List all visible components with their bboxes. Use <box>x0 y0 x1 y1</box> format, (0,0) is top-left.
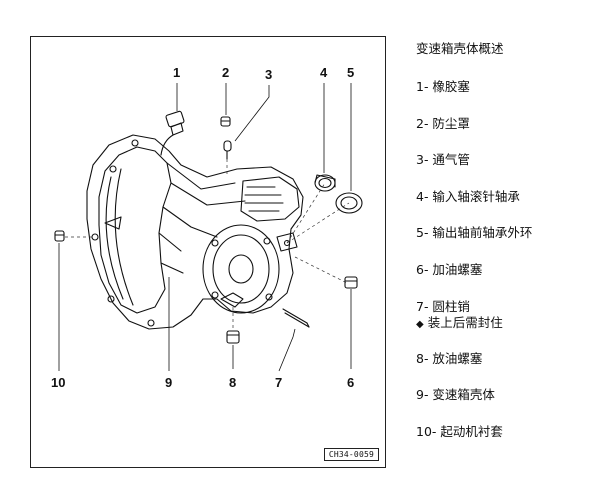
output-bore <box>202 224 280 314</box>
part-3-breather-tube <box>223 140 232 160</box>
legend-item-4: 4- 输入轴滚针轴承 <box>416 188 520 204</box>
part-4-needle-bearing <box>314 174 336 192</box>
callout-10: 10 <box>51 375 65 390</box>
callout-9: 9 <box>165 375 172 390</box>
legend-item-1: 1- 橡胶塞 <box>416 79 470 94</box>
part-1-rubber-plug <box>160 110 185 156</box>
callout-4: 4 <box>320 65 328 80</box>
legend-item-7: 7- 圆柱销 ◆装上后需封住 <box>416 299 596 351</box>
legend-note: ◆装上后需封住 <box>416 314 503 330</box>
callout-6: 6 <box>347 375 354 390</box>
bell-housing-outline <box>86 134 304 330</box>
legend-item-6: 6- 加油螺塞 <box>416 261 483 277</box>
leader-7 <box>278 328 296 372</box>
part-6-filler-plug <box>344 276 358 289</box>
legend-item-3: 3- 通气管 <box>416 152 470 168</box>
legend-item-5: 5- 输出轴前轴承外环 <box>416 225 533 241</box>
housing-ribs <box>166 162 236 190</box>
legend-item-10: 10- 起动机衬套 <box>416 423 503 439</box>
parts-legend: 变速箱壳体概述 1- 橡胶塞 2- 防尘罩 3- 通气管 4- 输入轴滚针轴承 … <box>416 38 596 460</box>
callout-7: 7 <box>275 375 282 390</box>
part-7-cylindrical-pin <box>282 308 310 328</box>
figure-code: CH34-0059 <box>323 448 379 461</box>
part-10-starter-bushing <box>54 230 65 242</box>
diamond-marker-icon: ◆ <box>416 318 424 330</box>
callout-1: 1 <box>173 65 180 80</box>
leader-3 <box>234 85 270 142</box>
callout-3: 3 <box>265 67 272 82</box>
transmission-housing-drawing: 1 2 3 4 5 6 7 8 9 10 <box>51 65 363 390</box>
exploded-view-figure: 1 2 3 4 5 6 7 8 9 10 CH34-0059 <box>30 36 386 468</box>
callout-8: 8 <box>229 375 236 390</box>
legend-title: 变速箱壳体概述 <box>416 41 504 56</box>
part-2-dust-cap <box>220 116 231 127</box>
callout-2: 2 <box>222 65 229 80</box>
part-8-drain-plug <box>226 330 240 344</box>
callout-5: 5 <box>347 65 354 80</box>
bell-housing-inner-lip <box>98 146 172 314</box>
legend-item-8: 8- 放油螺塞 <box>416 350 483 366</box>
part-5-bearing-outer-race <box>335 192 363 214</box>
legend-item-9: 9- 变速箱壳体 <box>416 387 495 403</box>
legend-item-2: 2- 防尘罩 <box>416 115 470 131</box>
gear-section <box>240 176 300 222</box>
bell-mouth-rim <box>105 176 124 300</box>
